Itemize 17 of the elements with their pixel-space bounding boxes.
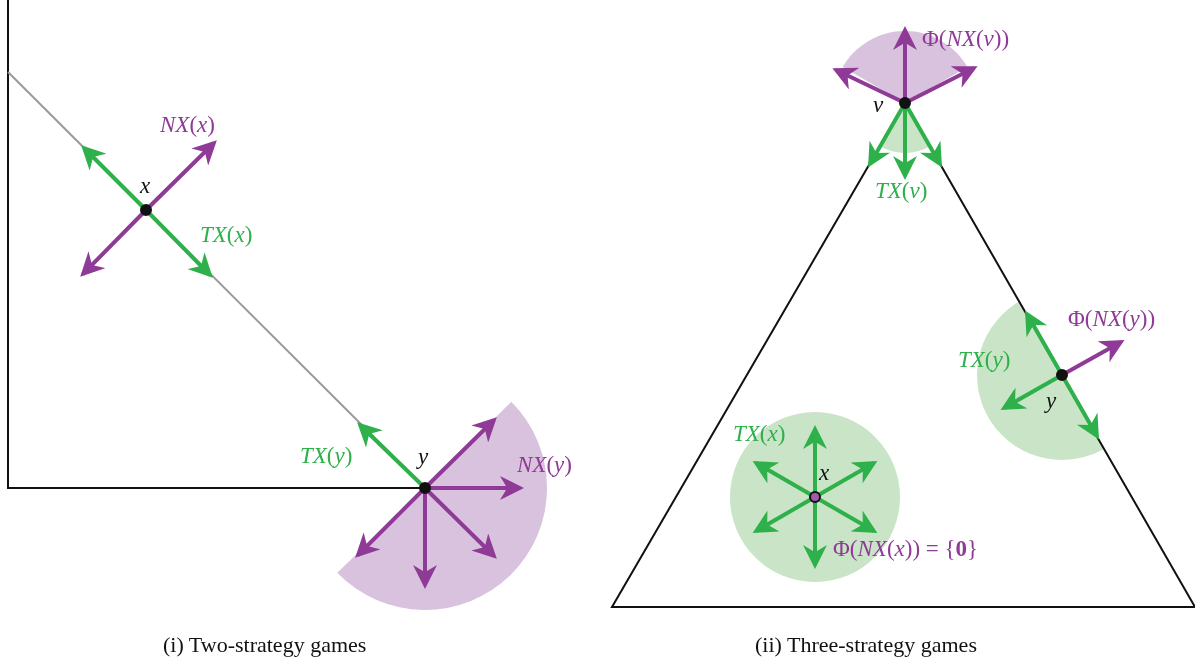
point-label: x xyxy=(140,173,151,199)
vector-label: NX(x) xyxy=(160,112,215,138)
caption: (i) Two-strategy games xyxy=(163,632,367,658)
vector-label: TX(v) xyxy=(875,178,928,204)
vector-label: TX(x) xyxy=(733,421,786,447)
point-label: x xyxy=(819,460,830,486)
vector-label: Φ(NX(x)) = {0} xyxy=(833,536,979,562)
vector-label: Φ(NX(y)) xyxy=(1068,306,1156,332)
vector-label: TX(y) xyxy=(300,443,353,469)
point-label: y xyxy=(418,444,429,470)
point-label: y xyxy=(1046,388,1057,414)
vector-label: TX(y) xyxy=(958,347,1011,373)
vector-label: NX(y) xyxy=(517,452,572,478)
point-label: v xyxy=(873,92,884,118)
vector-label: TX(x) xyxy=(200,222,253,248)
caption: (ii) Three-strategy games xyxy=(755,632,977,658)
vector-label: Φ(NX(v)) xyxy=(922,26,1010,52)
